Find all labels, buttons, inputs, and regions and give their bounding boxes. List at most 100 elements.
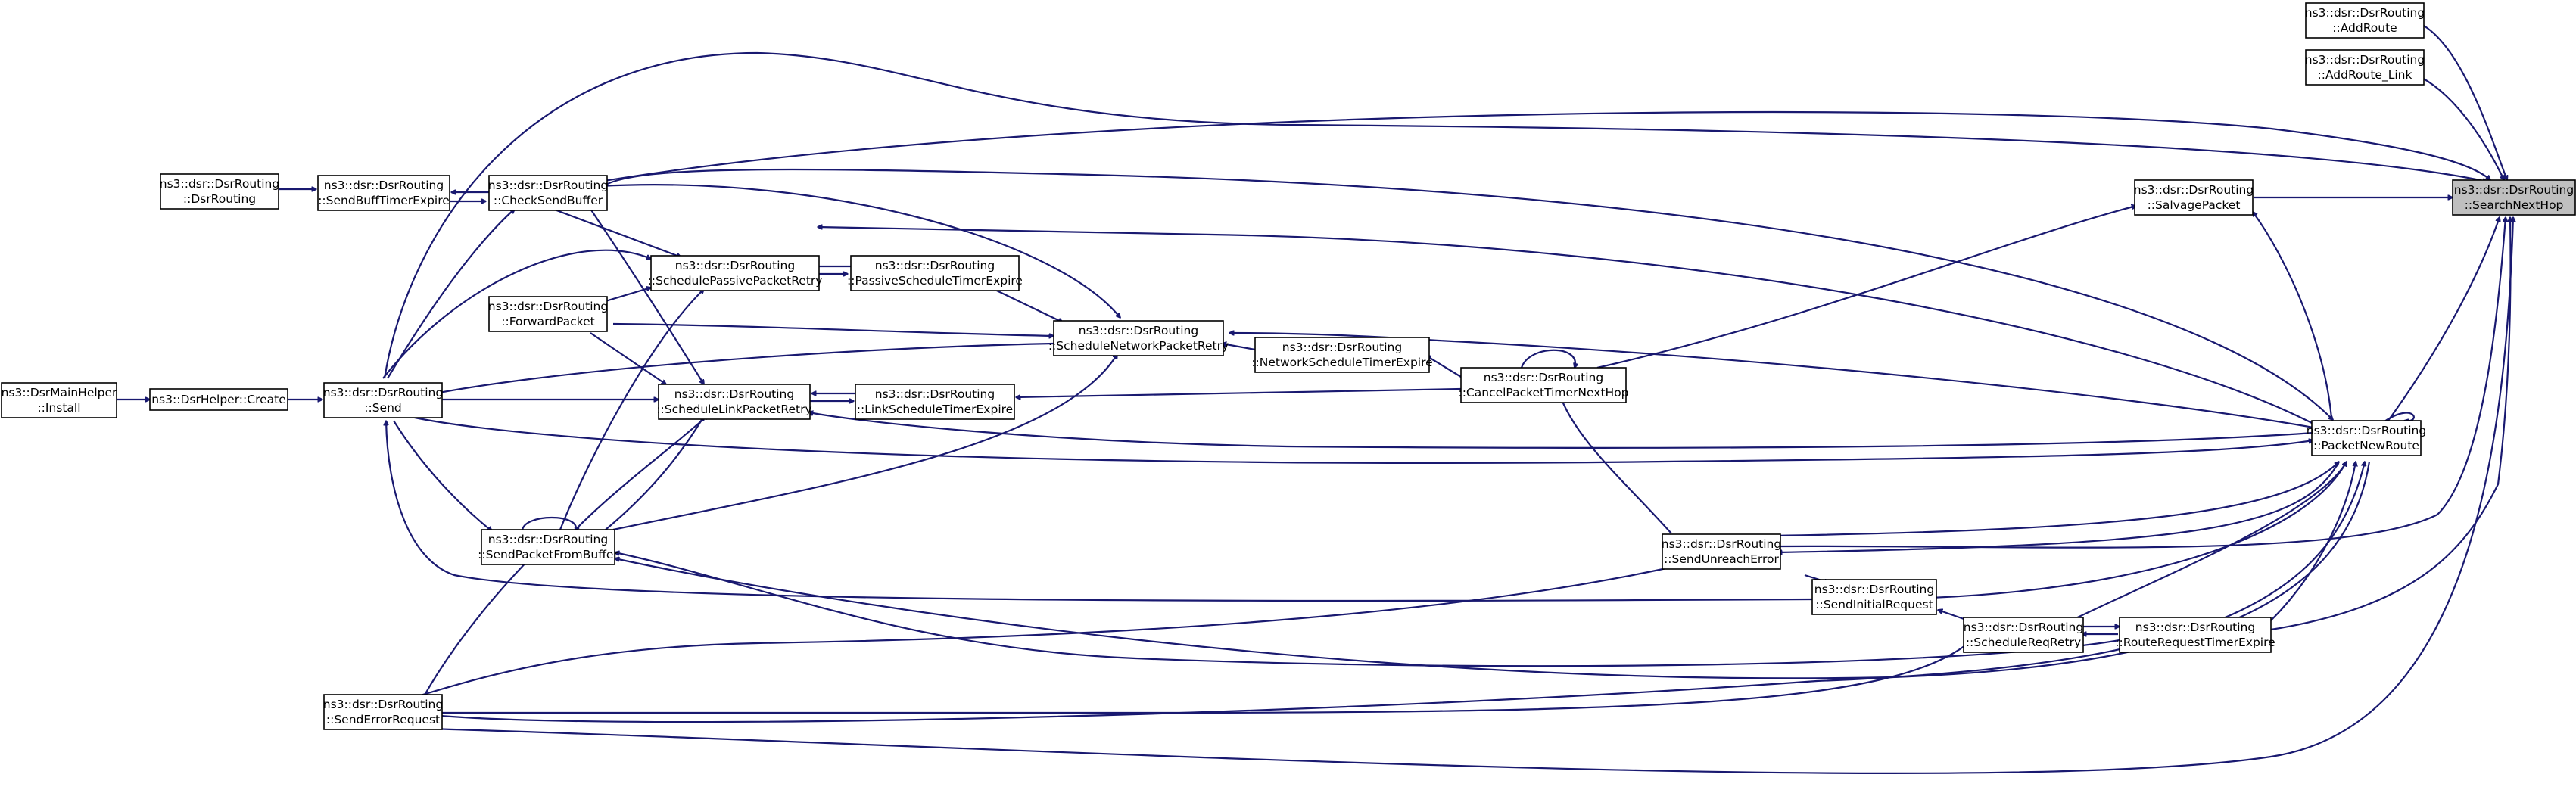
edge-sendpacketfrombuffer-self — [521, 516, 576, 531]
node-linkscheduletimerexpire-line2: ::LinkScheduleTimerExpire — [857, 403, 1013, 416]
node-senderrorrequest[interactable]: ns3::dsr::DsrRouting ::SendErrorRequest — [323, 694, 443, 730]
edge-sendpacketfrombuffer-schedulenetworkpacketretry — [612, 354, 1117, 531]
node-send[interactable]: ns3::dsr::DsrRouting ::Send — [323, 382, 443, 418]
node-searchnexthop-line1: ns3::dsr::DsrRouting — [2454, 183, 2574, 197]
edge-send-packetnewroute — [400, 413, 2313, 465]
node-addroute-link-line2: ::AddRoute_Link — [2318, 68, 2412, 82]
node-salvagepacket-line1: ns3::dsr::DsrRouting — [2134, 183, 2254, 197]
edge-sendinitialrequest-send — [386, 421, 1813, 602]
node-routerequesttimerexpire-line1: ns3::dsr::DsrRouting — [2135, 620, 2255, 634]
node-passivescheduletimerexpire-line1: ns3::dsr::DsrRouting — [875, 259, 995, 272]
node-addroute-link[interactable]: ns3::dsr::DsrRouting ::AddRoute_Link — [2305, 49, 2425, 86]
node-checksendbuffer[interactable]: ns3::dsr::DsrRouting ::CheckSendBuffer — [488, 175, 608, 211]
node-checksendbuffer-line2: ::CheckSendBuffer — [494, 194, 603, 207]
edge-networkscheduletimerexpire-schedulenetworkpacketretry — [1222, 344, 1256, 351]
node-dsrrouting-line1: ns3::dsr::DsrRouting — [160, 177, 279, 191]
edge-sendunreacherror-cancelpackettimernexthop — [1559, 393, 1672, 534]
node-searchnexthop[interactable]: ns3::dsr::DsrRouting ::SearchNextHop — [2452, 179, 2576, 216]
node-cancelpackettimernexthop-line2: ::CancelPacketTimerNextHop — [1458, 386, 1628, 400]
edge-send-searchnexthop — [383, 51, 2487, 379]
node-sendbufftimerexpire[interactable]: ns3::dsr::DsrRouting ::SendBuffTimerExpi… — [317, 175, 450, 211]
node-addroute[interactable]: ns3::dsr::DsrRouting ::AddRoute — [2305, 2, 2425, 39]
node-linkscheduletimerexpire-line1: ns3::dsr::DsrRouting — [875, 387, 995, 401]
node-schedulepassivepacketretry-line1: ns3::dsr::DsrRouting — [675, 259, 795, 272]
node-packetnewroute[interactable]: ns3::dsr::DsrRouting ::PacketNewRoute — [2307, 420, 2426, 456]
edge-checksendbuffer-schedulelinkpacketretry — [590, 208, 704, 384]
node-networkscheduletimerexpire-line1: ns3::dsr::DsrRouting — [1282, 341, 1402, 354]
node-sendunreacherror-line1: ns3::dsr::DsrRouting — [1662, 537, 1781, 551]
edge-packetnewroute-salvagepacket — [2253, 212, 2333, 418]
node-cancelpackettimernexthop-line1: ns3::dsr::DsrRouting — [1484, 371, 1603, 384]
node-sendunreacherror[interactable]: ns3::dsr::DsrRouting ::SendUnreachError — [1662, 533, 1781, 570]
node-checksendbuffer-line1: ns3::dsr::DsrRouting — [488, 179, 608, 192]
node-dsrhelpercreate-line1: ns3::DsrHelper::Create — [151, 393, 286, 406]
node-sendunreacherror-line2: ::SendUnreachError — [1664, 552, 1779, 566]
edge-routerequesttimerexpire-searchnexthop — [2270, 217, 2511, 631]
edge-packetnewroute-sendinitialrequest — [1930, 461, 2347, 598]
node-schedulelinkpacketretry[interactable]: ns3::dsr::DsrRouting ::ScheduleLinkPacke… — [656, 384, 812, 420]
edge-senderrorrequest-sendpacketfrombuffer — [423, 558, 530, 697]
node-linkscheduletimerexpire[interactable]: ns3::dsr::DsrRouting ::LinkScheduleTimer… — [855, 384, 1015, 420]
node-dsrmainhelperinstall[interactable]: ns3::DsrMainHelper ::Install — [1, 382, 117, 418]
node-searchnexthop-line2: ::SearchNextHop — [2465, 198, 2564, 212]
edge-addroute-searchnexthop — [2414, 20, 2507, 180]
edge-sendunreacherror-packetnewroute — [1774, 462, 2339, 537]
node-schedulenetworkpacketretry-line2: ::ScheduleNetworkPacketRetry — [1048, 339, 1229, 353]
node-passivescheduletimerexpire[interactable]: ns3::dsr::DsrRouting ::PassiveScheduleTi… — [847, 255, 1023, 291]
node-sendbufftimerexpire-line2: ::SendBuffTimerExpire — [318, 194, 450, 207]
edge-addroute-link-searchnexthop — [2420, 76, 2504, 180]
node-dsrrouting[interactable]: ns3::dsr::DsrRouting ::DsrRouting — [160, 173, 279, 210]
edge-packetnewroute-schedulenetworkpacketretry — [1229, 333, 2314, 429]
node-dsrmainhelperinstall-line2: ::Install — [37, 401, 80, 415]
node-dsrhelpercreate[interactable]: ns3::DsrHelper::Create — [149, 388, 288, 411]
edge-schedulereqretry-senderrorrequest — [404, 642, 1969, 713]
node-schedulepassivepacketretry[interactable]: ns3::dsr::DsrRouting ::SchedulePassivePa… — [648, 255, 823, 291]
node-packetnewroute-line1: ns3::dsr::DsrRouting — [2307, 424, 2426, 437]
nodes: ns3::dsr::DsrRouting ::SearchNextHop ns3… — [1, 2, 2576, 730]
node-sendbufftimerexpire-line1: ns3::dsr::DsrRouting — [324, 179, 444, 192]
node-send-line2: ::Send — [364, 401, 401, 415]
edge-packetnewroute-searchnexthop — [2385, 217, 2500, 424]
edge-routerequesttimerexpire-sendpacketfrombuffer — [615, 552, 2120, 667]
node-cancelpackettimernexthop[interactable]: ns3::dsr::DsrRouting ::CancelPacketTimer… — [1458, 367, 1629, 403]
edge-checksendbuffer-schedulepassivepacketretry — [552, 207, 681, 257]
node-dsrmainhelperinstall-line1: ns3::DsrMainHelper — [2, 386, 117, 400]
node-routerequesttimerexpire[interactable]: ns3::dsr::DsrRouting ::RouteRequestTimer… — [2115, 617, 2275, 653]
node-schedulenetworkpacketretry[interactable]: ns3::dsr::DsrRouting ::ScheduleNetworkPa… — [1048, 320, 1229, 356]
node-forwardpacket[interactable]: ns3::dsr::DsrRouting ::ForwardPacket — [488, 296, 608, 332]
node-salvagepacket[interactable]: ns3::dsr::DsrRouting ::SalvagePacket — [2134, 179, 2254, 216]
edge-forwardpacket-schedulelinkpacketretry — [590, 332, 666, 384]
edge-sendpacketfrombuffer-schedulelinkpacketretry — [575, 415, 709, 530]
node-sendinitialrequest-line1: ns3::dsr::DsrRouting — [1814, 583, 1934, 596]
node-schedulereqretry-line1: ns3::dsr::DsrRouting — [1964, 620, 2083, 634]
edge-checksendbuffer-packetnewroute — [599, 168, 2333, 420]
node-schedulereqretry[interactable]: ns3::dsr::DsrRouting ::ScheduleReqRetry — [1963, 617, 2084, 653]
edges — [117, 20, 2513, 775]
node-forwardpacket-line1: ns3::dsr::DsrRouting — [488, 300, 608, 313]
node-senderrorrequest-line2: ::SendErrorRequest — [326, 713, 440, 726]
node-addroute-line1: ns3::dsr::DsrRouting — [2305, 6, 2425, 20]
edge-cancelpackettimernexthop-self — [1520, 349, 1575, 368]
node-sendpacketfrombuffer[interactable]: ns3::dsr::DsrRouting ::SendPacketFromBuf… — [478, 529, 618, 565]
edge-packetnewroute-sendpacketfrombuffer — [615, 461, 2371, 679]
edge-forwardpacket-schedulenetworkpacketretry — [612, 322, 1054, 336]
edge-sendunreacherror-searchnexthop — [1774, 217, 2506, 549]
node-senderrorrequest-line1: ns3::dsr::DsrRouting — [323, 698, 443, 711]
edge-send-sendpacketfrombuffer — [393, 420, 492, 531]
edge-cancelpackettimernexthop-networkscheduletimerexpire — [1426, 356, 1462, 378]
node-addroute-line2: ::AddRoute — [2332, 21, 2397, 35]
node-sendinitialrequest[interactable]: ns3::dsr::DsrRouting ::SendInitialReques… — [1811, 579, 1937, 615]
node-schedulenetworkpacketretry-line1: ns3::dsr::DsrRouting — [1079, 324, 1198, 337]
edge-senderrorrequest-packetnewroute — [400, 462, 2365, 723]
node-schedulereqretry-line2: ::ScheduleReqRetry — [1966, 636, 2081, 649]
edge-schedulenetworkpacketretry-send — [406, 342, 1054, 400]
edge-sendpacketfrombuffer-schedulelinkpacketretry-2 — [605, 416, 704, 530]
node-forwardpacket-line2: ::ForwardPacket — [501, 315, 595, 328]
edge-cancelpackettimernexthop-linkscheduletimerexpire — [1016, 387, 1462, 397]
node-send-line1: ns3::dsr::DsrRouting — [323, 386, 443, 400]
edge-packetnewroute-schedulelinkpacketretry — [808, 412, 2314, 449]
node-salvagepacket-line2: ::SalvagePacket — [2148, 198, 2241, 212]
node-networkscheduletimerexpire[interactable]: ns3::dsr::DsrRouting ::NetworkScheduleTi… — [1251, 337, 1433, 373]
edge-packetnewroute-schedulepassivepacketretry — [818, 227, 2314, 424]
